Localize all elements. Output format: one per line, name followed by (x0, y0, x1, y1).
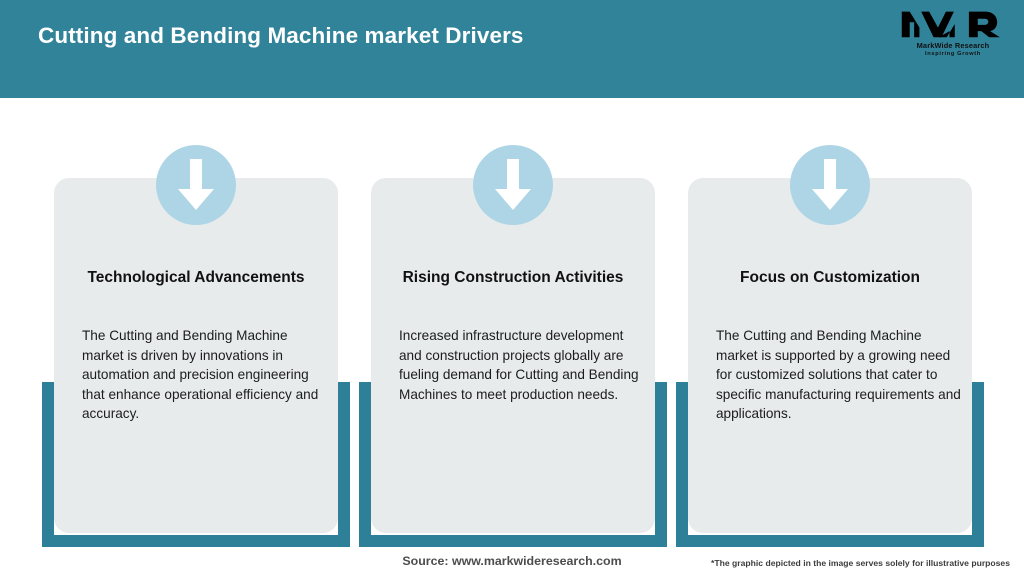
logo-company-name: MarkWide Research (916, 41, 990, 50)
mwr-logo-icon (901, 11, 1000, 38)
arrow-down-glyph (495, 159, 531, 210)
driver-card-2: Rising Construction Activities Increased… (359, 98, 667, 576)
header-bar: Cutting and Bending Machine market Drive… (0, 0, 1024, 98)
arrow-down-icon (473, 145, 553, 225)
page-title: Cutting and Bending Machine market Drive… (38, 23, 524, 48)
card-body-text: Increased infrastructure development and… (399, 328, 639, 402)
card-body-text: The Cutting and Bending Machine market i… (716, 328, 961, 421)
disclaimer-label: *The graphic depicted in the image serve… (711, 558, 1010, 568)
markwide-research-logo: MarkWide Research Inspiring Growth (900, 8, 1006, 62)
card-accent-frame (359, 382, 667, 547)
card-title: Technological Advancements (87, 269, 305, 286)
arrow-down-icon (790, 145, 870, 225)
card-surface (688, 178, 972, 533)
driver-card-1: Technological Advancements The Cutting a… (42, 98, 350, 576)
arrow-down-glyph (812, 159, 848, 210)
arrow-down-icon (156, 145, 236, 225)
arrow-down-glyph (178, 159, 214, 210)
card-surface (54, 178, 338, 533)
card-title: Rising Construction Activities (402, 269, 624, 286)
card-accent-frame (42, 382, 350, 547)
driver-card-3: Focus on Customization The Cutting and B… (676, 98, 984, 576)
card-title: Focus on Customization (740, 269, 920, 286)
source-label: Source: www.markwideresearch.com (402, 554, 622, 568)
card-accent-frame (676, 382, 984, 547)
logo-tagline: Inspiring Growth (925, 51, 981, 57)
drivers-card-row: Technological Advancements The Cutting a… (0, 98, 1024, 576)
card-surface (371, 178, 655, 533)
card-body-text: The Cutting and Bending Machine market i… (82, 328, 319, 421)
